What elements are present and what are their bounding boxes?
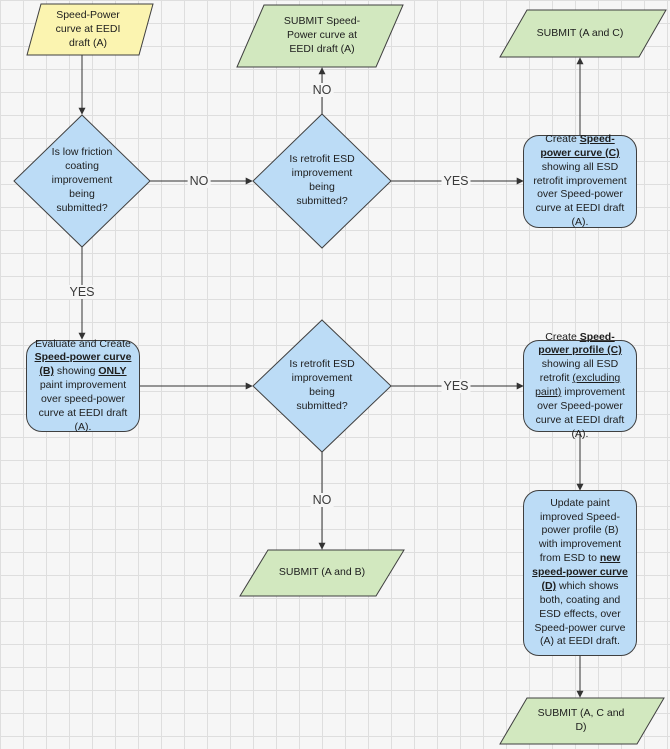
create-c-text-bold: Speed-power curve (C) [540,133,620,159]
evaluate-curve-b-box: Evaluate and Create Speed-power curve (B… [26,337,140,433]
decision-retrofit-mid-label: Is retrofit ESD improvement being submit… [289,358,355,412]
submit-ab-shape [239,549,405,597]
update-curve-d-box: Update paint improved Speed-power profil… [523,490,637,656]
submit-acd-shape [499,697,665,745]
edge-label-yes-q2: YES [441,174,471,188]
submit-ac-label: SUBMIT (A and C) [536,26,624,39]
start-node-shape [26,3,154,56]
decision-retrofit-top-label: Is retrofit ESD improvement being submit… [289,153,355,207]
decision-retrofit-top-shape [252,113,392,249]
create-c2-text-mid: showing all ESD retrofit [539,358,619,385]
update-d-text-post: which shows both, coating and ESD effect… [534,579,626,648]
start-node-label: Speed-Power curve at EEDI draft (A) [55,9,121,49]
create-curve-c-box: Create Speed-power curve (C) showing all… [523,133,637,229]
update-d-text-pre: Update paint improved Speed-power profil… [538,496,622,565]
evaluate-b-text-pre: Evaluate and Create [35,337,131,350]
create-c2-text-pre: Create [545,330,580,343]
create-c-text-pre: Create [545,133,580,145]
decision-low-friction-label: Is low friction coating improvement bein… [51,146,113,214]
edge-label-no-q1: NO [187,174,211,188]
edge-label-no-q2: NO [310,83,334,97]
create-profile-c-box: Create Speed-power profile (C) showing a… [523,331,637,440]
submit-acd-label: SUBMIT (A, C and D) [537,707,625,733]
create-c2-text-excluding: (excluding paint) [535,372,621,398]
submit-a-shape [236,4,404,68]
submit-a-label: SUBMIT Speed-Power curve at EEDI draft (… [283,15,361,55]
evaluate-b-text-only: ONLY [98,365,127,378]
evaluate-b-text-post: paint improvement over speed-power curve… [38,379,128,433]
edge-label-yes-q1: YES [67,285,97,299]
evaluate-b-text-mid: showing [54,365,99,378]
submit-ac-shape [499,9,667,58]
edge-label-yes-q3: YES [441,379,471,393]
edge-label-no-q3: NO [310,493,334,507]
create-c-text-post: showing all ESD retrofit improvement ove… [533,160,627,229]
create-c2-text-bold: Speed-power profile (C) [538,330,622,357]
update-d-text-bold: new speed-power curve (D) [532,552,628,592]
create-c2-text-post: improvement over Speed-power curve at EE… [535,386,625,440]
evaluate-b-text-bold: Speed-power curve (B) [34,351,132,378]
submit-ab-label: SUBMIT (A and B) [278,566,366,579]
